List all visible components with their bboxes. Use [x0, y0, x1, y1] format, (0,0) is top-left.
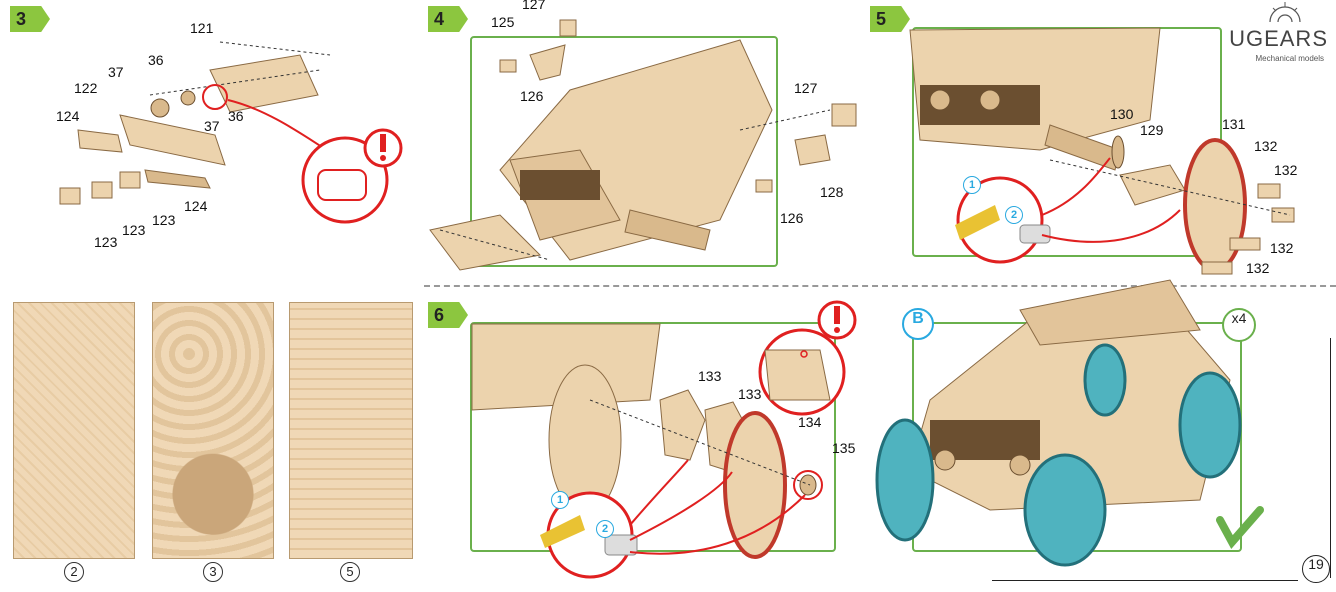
plywood-sheet-5	[289, 302, 413, 559]
part-label: 123	[94, 234, 118, 250]
finished-vehicle-illustration	[875, 279, 1264, 567]
part-label: 135	[832, 440, 856, 456]
part-label: 37	[204, 118, 220, 134]
part-label: 132	[1274, 162, 1298, 178]
part-label: 36	[148, 52, 164, 68]
part-label: 123	[152, 212, 176, 228]
quantity-badge: x4	[1222, 308, 1256, 342]
part-label: 127	[522, 0, 546, 12]
part-label: 126	[520, 88, 544, 104]
step-6-frame	[470, 322, 836, 552]
part-label: 37	[108, 64, 124, 80]
page-number: 19	[1302, 555, 1330, 583]
part-label: 134	[798, 414, 822, 430]
sheet-number: 3	[203, 562, 223, 582]
part-label: 130	[1110, 106, 1134, 122]
step-4-frame	[470, 36, 778, 267]
glue-step-badge: 1	[963, 176, 981, 194]
part-label: 126	[780, 210, 804, 226]
step-4-tag: 4	[428, 6, 468, 32]
part-label: 127	[794, 80, 818, 96]
part-label: 128	[820, 184, 844, 200]
plywood-sheet-2	[13, 302, 135, 559]
section-divider	[424, 285, 1336, 287]
gear-logo-icon	[1269, 2, 1301, 23]
sheet-number: 2	[64, 562, 84, 582]
part-label: 36	[228, 108, 244, 124]
part-label: 123	[122, 222, 146, 238]
glue-step-badge: 2	[1005, 206, 1023, 224]
part-label: 133	[738, 386, 762, 402]
step-6-diagram	[471, 300, 857, 579]
part-label: 129	[1140, 122, 1164, 138]
step-5-diagram	[909, 27, 1295, 275]
part-label: 132	[1270, 240, 1294, 256]
plywood-sheet-3	[152, 302, 274, 559]
brand-tagline: Mechanical models	[1255, 54, 1324, 63]
step-6-tag: 6	[428, 302, 468, 328]
part-label: 124	[184, 198, 208, 214]
step-4-diagram	[429, 19, 857, 271]
step-3-diagram	[59, 41, 403, 224]
glue-step-badge: 1	[551, 491, 569, 509]
footer-line	[992, 580, 1298, 581]
part-label: 121	[190, 20, 214, 36]
part-label: 122	[74, 80, 98, 96]
glue-step-badge: 2	[596, 520, 614, 538]
brand-name: UGEARS	[1229, 26, 1328, 51]
part-label: 125	[491, 14, 515, 30]
step-5-tag: 5	[870, 6, 910, 32]
part-label: 124	[56, 108, 80, 124]
part-label: 131	[1222, 116, 1246, 132]
assembly-badge-b: B	[902, 308, 934, 340]
sheet-number: 5	[340, 562, 360, 582]
part-label: 133	[698, 368, 722, 384]
page-edge-line	[1330, 338, 1331, 578]
step-3-tag: 3	[10, 6, 50, 32]
part-label: 132	[1246, 260, 1270, 276]
part-label: 132	[1254, 138, 1278, 154]
